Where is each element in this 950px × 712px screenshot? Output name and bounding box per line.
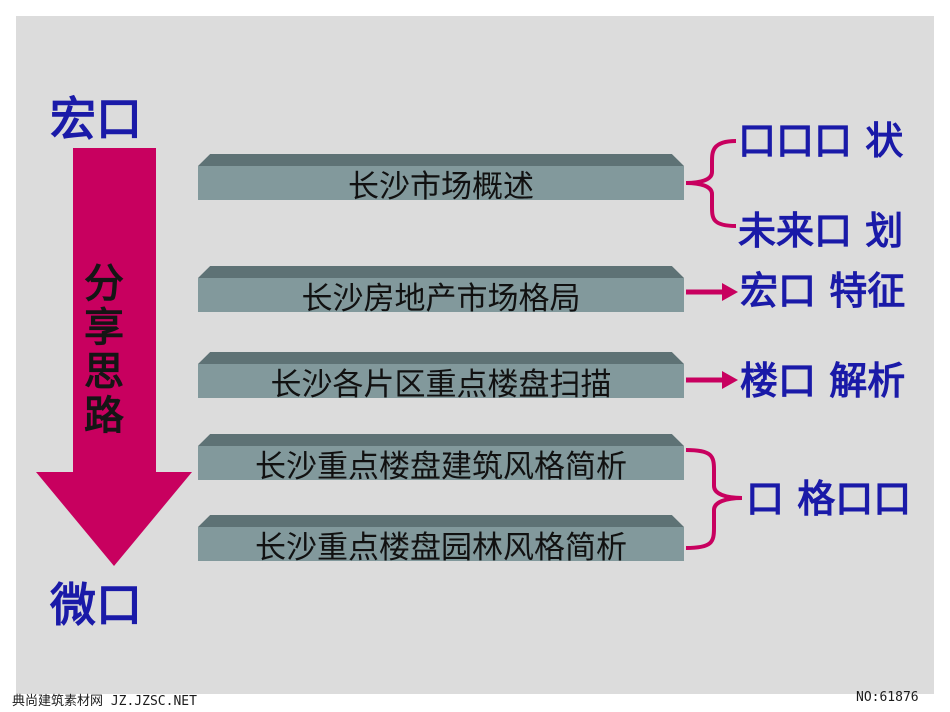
right-label-2: 未来口 划 xyxy=(738,209,904,253)
footer-number: NO:61876 xyxy=(856,690,919,705)
footer-watermark: 典尚建筑素材网 JZ.JZSC.NET xyxy=(12,694,197,709)
arrow-3-head-icon xyxy=(722,371,738,389)
arrow-2-head-icon xyxy=(722,283,738,301)
arrow-char: 分 xyxy=(84,261,124,307)
right-label-4: 楼口 解析 xyxy=(740,359,906,403)
arrow-char: 享 xyxy=(84,305,124,351)
macro-label: 宏口 xyxy=(50,92,142,146)
bar-2: 长沙房地产市场格局 xyxy=(198,278,684,317)
right-label-3: 宏口 特征 xyxy=(740,269,906,313)
brace-1-icon xyxy=(685,139,737,228)
bar-3: 长沙各片区重点楼盘扫描 xyxy=(198,364,684,403)
right-label-5: 口 格口口 xyxy=(746,477,912,521)
micro-label: 微口 xyxy=(50,578,142,632)
arrow-char: 路 xyxy=(84,393,124,439)
arrow-vertical-text: 分 享 思 路 xyxy=(80,262,128,438)
right-label-1: 口口口 状 xyxy=(738,119,904,163)
bar-1: 长沙市场概述 xyxy=(198,166,684,205)
bar-4: 长沙重点楼盘建筑风格简析 xyxy=(198,446,684,485)
bar-5: 长沙重点楼盘园林风格简析 xyxy=(198,527,684,566)
down-arrow-icon xyxy=(36,148,192,566)
arrow-char: 思 xyxy=(84,349,124,395)
brace-2-icon xyxy=(685,448,743,550)
